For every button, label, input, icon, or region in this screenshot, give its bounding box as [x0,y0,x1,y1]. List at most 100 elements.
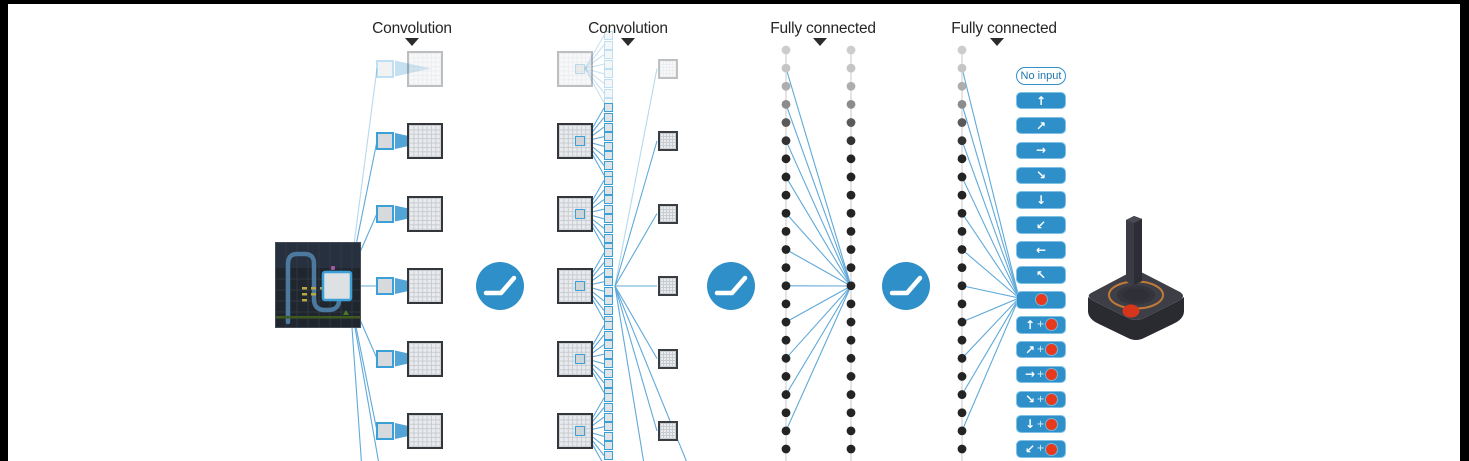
fc-neuron-dot [957,408,967,418]
down-left-fire-arrow-icon: ↙ [1024,442,1036,457]
conv2-feature-map [557,268,593,304]
conv2-filter-patch [575,281,585,291]
conv2-filter-patch [575,426,585,436]
conv2-stack-unit [604,40,613,50]
left-arrow-icon: ← [1035,243,1047,258]
action-right-fire-button: →+ [1016,365,1066,384]
conv2-stack-unit [604,248,613,258]
conv2-output-map [658,58,678,79]
conv2-stack-unit [604,122,613,132]
conv2-output-map [658,131,678,151]
frame-right-bar [1460,0,1469,461]
fc-neuron-dot [957,154,967,164]
fc-neuron-dot [957,118,967,127]
fc-neuron-dot [846,63,856,73]
fc-neuron-dot [957,426,967,436]
fc-neuron-dot [846,136,856,146]
relu-curve-icon [707,262,755,310]
fc-neuron-dot [957,245,967,254]
conv2-stack-unit [604,403,613,412]
plus-sign: + [1036,418,1045,430]
fire-button-icon [1046,418,1058,430]
triangle-down-icon [813,38,827,46]
down-arrow-icon: ↓ [1035,193,1047,208]
conv2-filter-patch [575,63,585,74]
conv1-filter-patch [376,132,394,150]
up-right-fire-arrow-icon: ↗ [1024,342,1036,357]
conv1-filter-patch [376,422,394,440]
conv2-stack-unit [604,185,613,195]
conv1-filter-patch [376,59,394,78]
fc-neuron-dot [846,317,856,327]
fc-neuron-dot [846,263,856,273]
down-right-arrow-icon: ↘ [1035,168,1047,183]
conv1-feature-map [407,123,443,159]
atari-game-frame [275,242,361,328]
fc-neuron-dot [957,281,967,291]
fc-neuron-dot [957,317,967,327]
plus-sign: + [1036,343,1045,355]
plus-sign: + [1036,368,1045,380]
fc-neuron-dot [781,154,791,164]
fc-neuron-dot [781,335,791,345]
conv2-stack-unit [604,50,613,60]
action-left-button: ← [1016,241,1066,259]
fc-neuron-dot [781,444,791,454]
triangle-down-icon [990,38,1004,46]
plus-sign: + [1036,393,1045,405]
action-up-fire-button: ↑+ [1016,315,1066,334]
triangle-down-icon [621,38,635,46]
fc-neuron-dot [781,426,791,436]
frame-left-bar [0,0,8,461]
fc-neuron-dot [957,208,967,218]
conv2-stack-unit [604,349,613,359]
conv2-feature-map [557,413,593,449]
fc-neuron-dot [846,444,856,454]
fc-neuron-dot [846,81,856,91]
fc-neuron-dot [781,317,791,327]
fc-neuron-dot [846,372,856,381]
conv2-stack-unit [604,320,613,330]
fc-neuron-dot [781,100,791,109]
fc-neuron-dot [846,100,856,109]
conv2-stack-unit [604,88,613,98]
conv2-stack-unit [604,368,613,378]
fc-neuron-dot [957,136,967,146]
fc-neuron-dot [957,335,967,345]
fc-neuron-dot [781,245,791,254]
conv2-stack-unit [604,69,613,79]
conv1-feature-map [407,268,443,304]
triangle-down-icon [405,38,419,46]
fc-neuron-dot [781,263,791,273]
conv2-stack-unit [604,330,613,340]
fc-neuron-dot [781,45,791,55]
conv2-output-map [658,203,678,224]
relu-curve-icon [882,262,930,310]
fc-neuron-dot [957,63,967,73]
frame-top-bar [0,0,1469,4]
fc-neuron-dot [846,299,856,309]
fire-button-icon [1046,319,1058,331]
action-down-fire-button: ↓+ [1016,415,1066,434]
fc-neuron-dot [846,154,856,164]
conv2-stack-unit [604,132,613,142]
fire-button-icon [1046,443,1058,455]
conv2-stack-unit [604,161,613,170]
fc-neuron-dot [957,172,967,182]
conv2-stack-unit [604,258,613,267]
up-left-arrow-icon: ↖ [1035,267,1047,282]
fc-neuron-dot [957,45,967,55]
label-fully-connected-1: Fully connected [770,20,876,37]
fire-button-icon [1046,344,1058,356]
fc-neuron-dot [846,353,856,363]
fc-neuron-dot [781,136,791,146]
conv2-filter-patch [575,353,585,364]
conv2-stack-unit [604,195,613,205]
fc-neuron-dot [957,390,967,399]
conv2-stack-unit [604,296,613,306]
conv2-stack-unit [604,233,613,243]
game-sprite [343,310,349,315]
fc-neuron-dot [957,299,967,309]
input-patch-selector [321,270,353,302]
